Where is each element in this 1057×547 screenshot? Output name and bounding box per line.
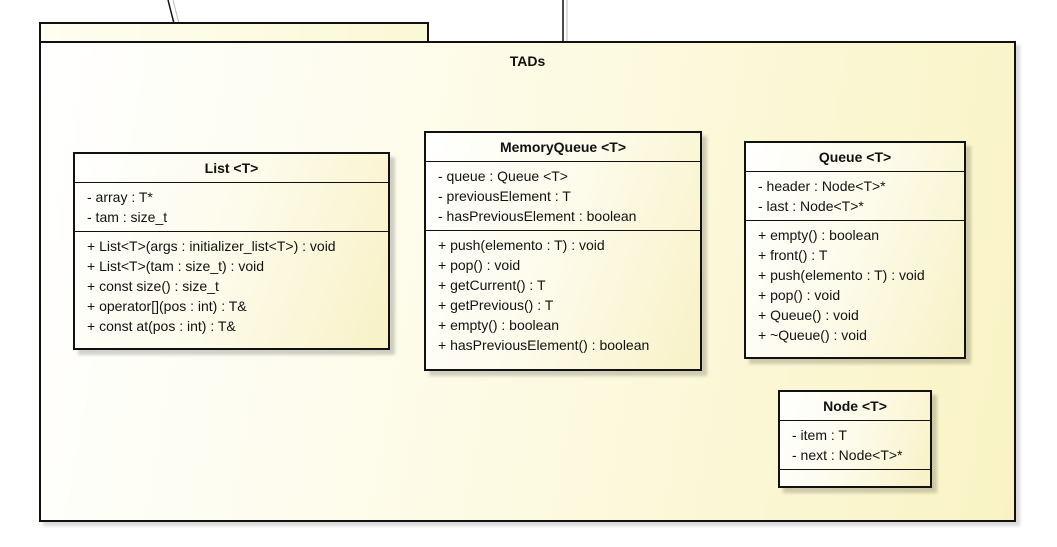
attribute: - tam : size_t: [87, 209, 168, 225]
operation: + operator[](pos : int) : T&: [87, 298, 247, 314]
operation: + const size() : size_t: [87, 278, 219, 294]
operations-compartment: + push(elemento : T) : void + pop() : vo…: [426, 231, 700, 359]
attribute: - previousElement : T: [438, 188, 571, 204]
attribute: - next : Node<T>*: [792, 447, 903, 463]
operations-compartment: + List<T>(args : initializer_list<T>) : …: [75, 232, 388, 340]
class-title: Node <T>: [780, 392, 930, 421]
attributes-compartment: - queue : Queue <T> - previousElement : …: [426, 162, 700, 231]
operation: + hasPreviousElement() : boolean: [438, 337, 650, 353]
class-title: Queue <T>: [746, 143, 964, 172]
operation: + pop() : void: [758, 287, 841, 303]
operation: + empty() : boolean: [438, 317, 560, 333]
operation: + ~Queue() : void: [758, 327, 867, 343]
package-name: TADs: [509, 53, 546, 69]
operation: + push(elemento : T) : void: [758, 267, 925, 283]
class-title: MemoryQueue <T>: [426, 133, 700, 162]
attribute: - hasPreviousElement : boolean: [438, 208, 637, 224]
attributes-compartment: - header : Node<T>* - last : Node<T>*: [746, 172, 964, 221]
operation: + Queue() : void: [758, 307, 859, 323]
class-title: List <T>: [75, 154, 388, 183]
operation: + List<T>(tam : size_t) : void: [87, 258, 265, 274]
operation: + List<T>(args : initializer_list<T>) : …: [87, 238, 336, 254]
operation: + empty() : boolean: [758, 227, 880, 243]
attribute: - header : Node<T>*: [758, 178, 886, 194]
operation: + pop() : void: [438, 257, 521, 273]
class-node[interactable]: Node <T> - item : T - next : Node<T>*: [778, 390, 932, 488]
attribute: - array : T*: [87, 189, 153, 205]
attribute: - queue : Queue <T>: [438, 168, 568, 184]
package-tab[interactable]: [39, 22, 429, 41]
class-list[interactable]: List <T> - array : T* - tam : size_t + L…: [73, 152, 390, 350]
operation: + const at(pos : int) : T&: [87, 318, 236, 334]
attributes-compartment: - item : T - next : Node<T>*: [780, 421, 930, 470]
operation: + push(elemento : T) : void: [438, 237, 605, 253]
operations-compartment: [780, 470, 930, 486]
class-memory-queue[interactable]: MemoryQueue <T> - queue : Queue <T> - pr…: [424, 131, 702, 371]
attribute: - last : Node<T>*: [758, 198, 864, 214]
attribute: - item : T: [792, 427, 847, 443]
attributes-compartment: - array : T* - tam : size_t: [75, 183, 388, 232]
operation: + getCurrent() : T: [438, 277, 546, 293]
operations-compartment: + empty() : boolean + front() : T + push…: [746, 221, 964, 349]
operation: + getPrevious() : T: [438, 297, 554, 313]
class-queue[interactable]: Queue <T> - header : Node<T>* - last : N…: [744, 141, 966, 359]
operation: + front() : T: [758, 247, 828, 263]
